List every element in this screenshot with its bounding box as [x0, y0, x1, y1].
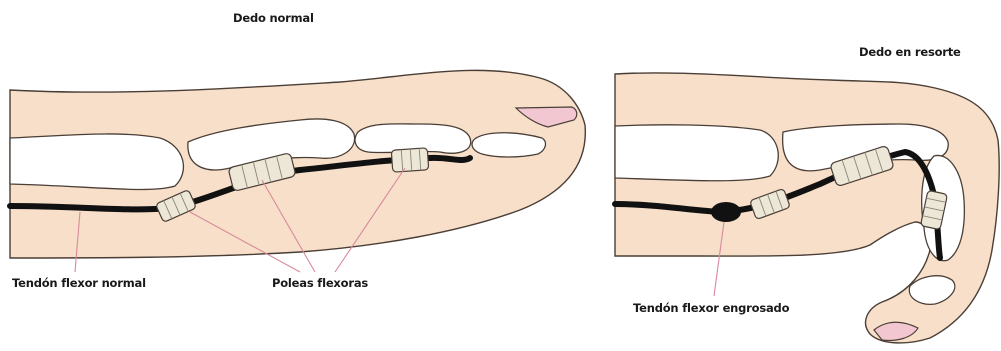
label-pulleys: Poleas flexoras: [272, 276, 368, 290]
normal-finger: [10, 70, 585, 272]
label-tendon-normal: Tendón flexor normal: [12, 276, 146, 290]
trigger-finger-title: Dedo en resorte: [859, 45, 961, 59]
normal-finger-title: Dedo normal: [233, 11, 314, 25]
tendon-nodule: [711, 202, 741, 222]
metacarpal-bone: [10, 134, 183, 190]
distal-phalanx: [472, 133, 545, 157]
metacarpal-bone-trigger: [615, 125, 778, 181]
label-tendon-thickened: Tendón flexor engrosado: [633, 301, 789, 315]
pulley-3: [391, 148, 428, 172]
